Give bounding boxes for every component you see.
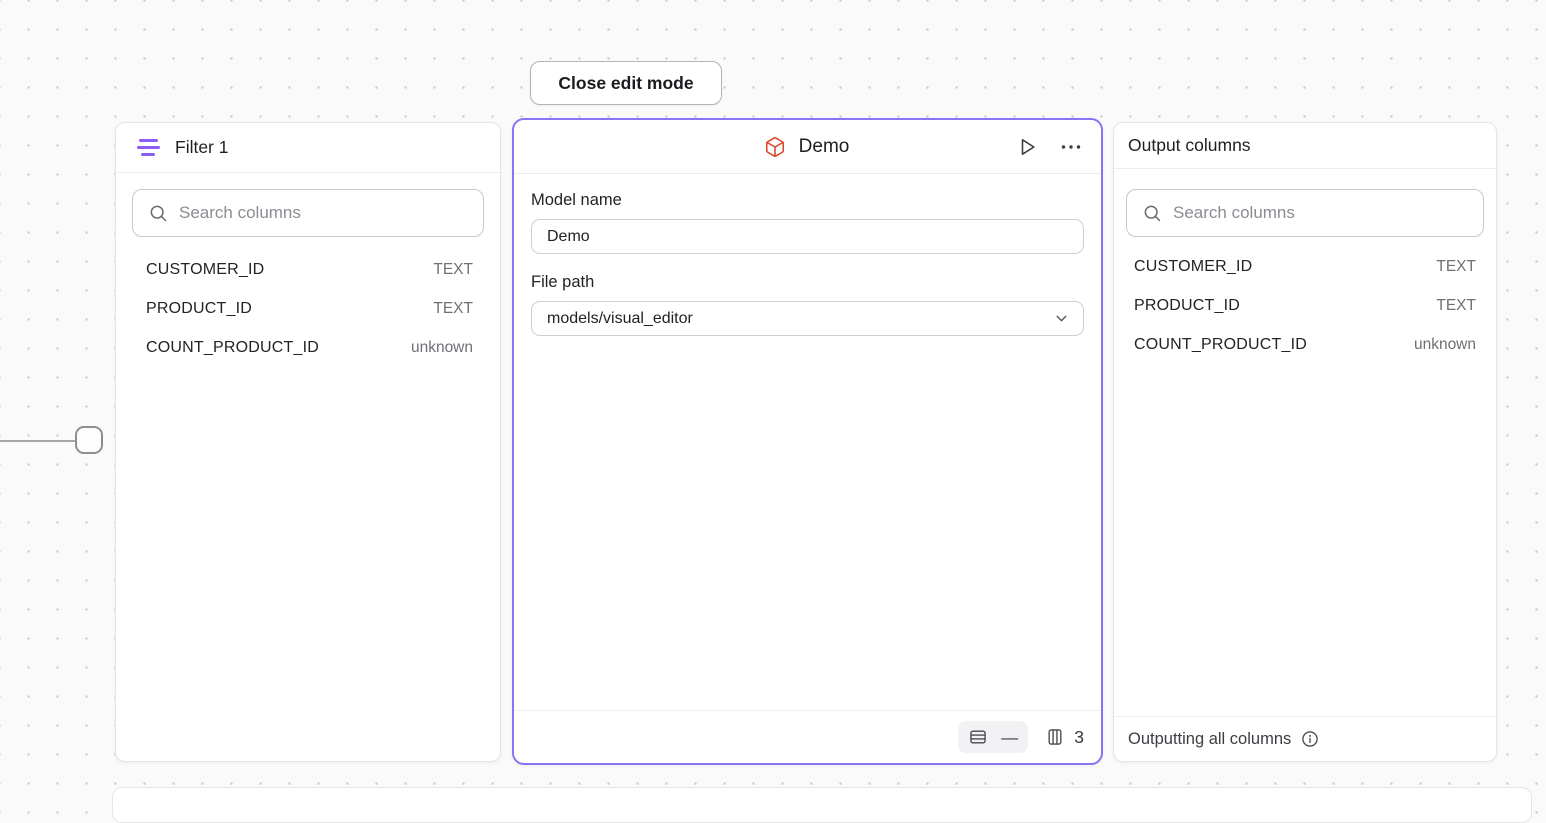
column-name: CUSTOMER_ID (1134, 257, 1253, 275)
filter-search-box[interactable] (132, 189, 484, 237)
filter-panel-header[interactable]: Filter 1 (116, 123, 500, 173)
model-header-actions (1013, 133, 1085, 161)
table-columns-icon (1048, 729, 1062, 745)
model-name-input[interactable] (531, 219, 1084, 254)
file-path-select[interactable]: models/visual_editor (531, 301, 1084, 336)
column-row[interactable]: COUNT_PRODUCT_ID unknown (146, 328, 473, 367)
more-options-button[interactable] (1057, 133, 1085, 161)
play-icon (1021, 138, 1035, 155)
column-type: TEXT (1436, 257, 1476, 275)
column-type: TEXT (433, 299, 473, 317)
column-row[interactable]: CUSTOMER_ID TEXT (1134, 247, 1476, 286)
output-panel-footer: Outputting all columns (1114, 716, 1496, 761)
table-rows-icon (970, 730, 987, 744)
column-row[interactable]: PRODUCT_ID TEXT (146, 289, 473, 328)
ellipsis-icon (1061, 144, 1081, 149)
search-icon (150, 205, 167, 222)
output-search-input[interactable] (1173, 203, 1471, 223)
column-type: TEXT (433, 260, 473, 278)
column-row[interactable]: COUNT_PRODUCT_ID unknown (1134, 325, 1476, 364)
output-footer-text: Outputting all columns (1128, 729, 1292, 748)
column-name: COUNT_PRODUCT_ID (1134, 335, 1307, 353)
column-name: CUSTOMER_ID (146, 260, 265, 278)
model-panel-body: Model name File path models/visual_edito… (514, 174, 1101, 336)
info-icon[interactable] (1300, 729, 1320, 749)
file-path-label: File path (531, 273, 595, 291)
output-panel-header: Output columns (1114, 123, 1496, 169)
output-search-box[interactable] (1126, 189, 1484, 237)
column-name: PRODUCT_ID (1134, 296, 1241, 314)
column-row[interactable]: PRODUCT_ID TEXT (1134, 286, 1476, 325)
connector-handle[interactable] (75, 426, 103, 454)
filter-lines-icon (136, 139, 160, 156)
chevron-down-icon (1056, 315, 1067, 322)
output-panel-title: Output columns (1128, 135, 1251, 155)
filter-panel-title: Filter 1 (175, 137, 229, 157)
filter-search-input[interactable] (179, 203, 471, 223)
model-title-group: Demo (600, 136, 1013, 158)
cube-icon (765, 136, 784, 157)
column-row[interactable]: CUSTOMER_ID TEXT (146, 250, 473, 289)
output-columns-list: CUSTOMER_ID TEXT PRODUCT_ID TEXT COUNT_P… (1114, 237, 1496, 364)
row-count-value: — (1001, 727, 1019, 747)
bottom-panel-stub[interactable] (112, 787, 1532, 823)
column-name: COUNT_PRODUCT_ID (146, 338, 319, 356)
connector-edge (0, 440, 76, 442)
file-path-value: models/visual_editor (547, 309, 693, 327)
model-node-panel[interactable]: Demo Model name File path models/visual_… (512, 118, 1103, 765)
model-name-label: Model name (531, 191, 622, 209)
model-panel-title: Demo (798, 135, 850, 157)
row-count-toggle[interactable]: — (958, 721, 1029, 753)
search-icon (1144, 205, 1161, 222)
column-count-value: 3 (1074, 726, 1084, 747)
filter-columns-list: CUSTOMER_ID TEXT PRODUCT_ID TEXT COUNT_P… (116, 243, 500, 367)
model-panel-footer: — 3 (514, 710, 1101, 763)
close-edit-mode-button[interactable]: Close edit mode (530, 61, 722, 105)
filter-node-panel[interactable]: Filter 1 CUSTOMER_ID TEXT PRODUCT_ID TEX… (115, 122, 501, 762)
column-count-indicator[interactable]: 3 (1045, 727, 1084, 748)
column-name: PRODUCT_ID (146, 299, 253, 317)
column-type: unknown (410, 338, 473, 356)
column-type: unknown (1413, 335, 1476, 353)
column-type: TEXT (1436, 296, 1476, 314)
run-model-button[interactable] (1013, 133, 1041, 161)
output-columns-panel[interactable]: Output columns CUSTOMER_ID TEXT PRODUCT_… (1113, 122, 1497, 762)
model-panel-header[interactable]: Demo (514, 120, 1101, 174)
